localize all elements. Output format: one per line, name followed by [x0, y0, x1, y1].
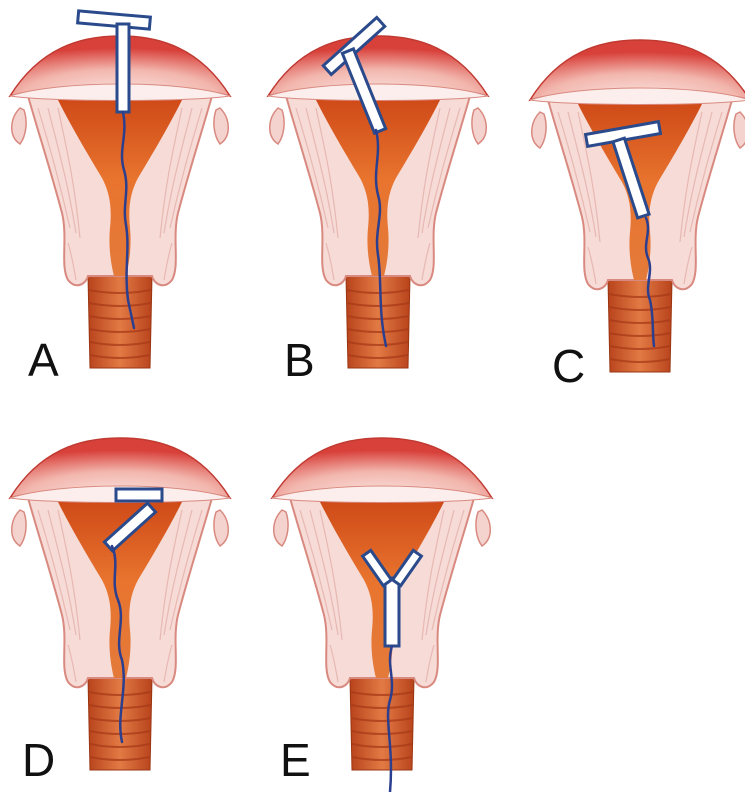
- panel-label-b: B: [284, 334, 315, 386]
- panel-label-d: D: [22, 734, 55, 786]
- uterus-e: [272, 438, 492, 770]
- uterus-b: [268, 36, 488, 368]
- panel-label-c: C: [552, 340, 585, 392]
- panel-label-a: A: [28, 334, 59, 386]
- panel-label-e: E: [280, 734, 311, 786]
